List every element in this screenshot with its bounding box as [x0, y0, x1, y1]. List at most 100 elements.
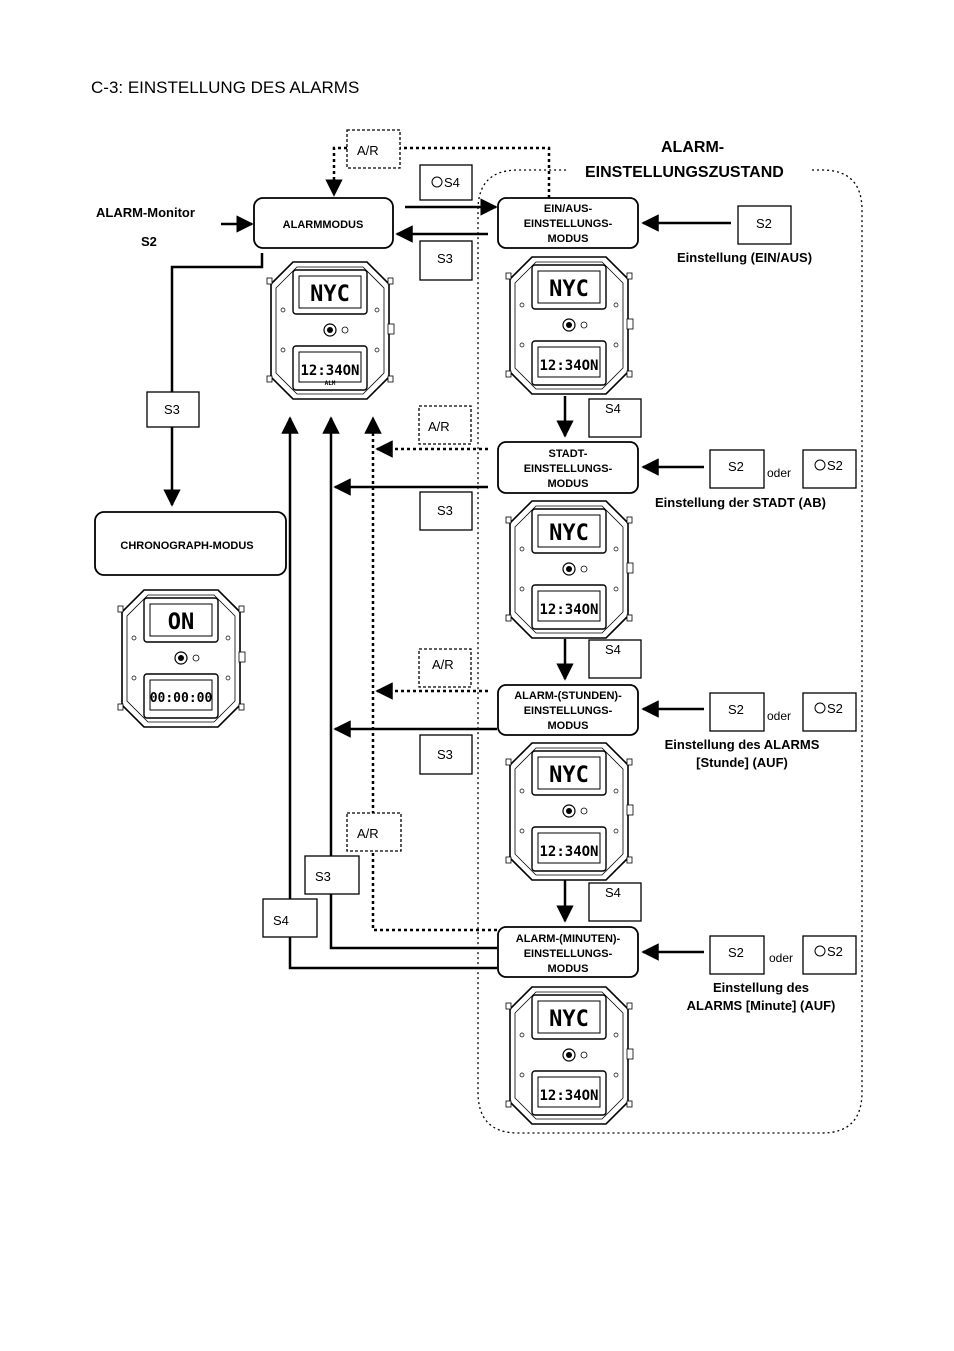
return-s3-line	[322, 416, 497, 950]
s4-box-2	[588, 639, 642, 679]
minute-mode-line2: EINSTELLUNGS-	[524, 948, 613, 960]
minute-s2-label: S2	[728, 945, 744, 960]
s3-to-chrono-box	[146, 391, 200, 428]
s4-label-minute: S4	[273, 913, 289, 928]
s3-label-hour: S3	[437, 747, 453, 762]
city-s2-box	[709, 449, 765, 489]
hour-mode-box	[497, 684, 639, 736]
s3-box-city	[419, 491, 473, 531]
hour-oder: oder	[767, 709, 791, 723]
city-watch-lower: 12:34ON	[539, 602, 598, 618]
s3-box-minute	[304, 855, 360, 895]
ar-label-minute: A/R	[357, 826, 379, 841]
hour-watch-upper: NYC	[549, 763, 589, 788]
city-mode-line3: MODUS	[548, 478, 589, 490]
city-mode-box	[497, 441, 639, 494]
return-s4-line	[281, 416, 497, 970]
onoff-s2-label: S2	[756, 216, 772, 231]
hour-mode-line3: MODUS	[548, 720, 589, 732]
s4-label-1: S4	[605, 401, 621, 416]
onoff-watch-lower: 12:34ON	[539, 358, 598, 374]
onoff-mode-line1: EIN/AUS-	[544, 203, 593, 215]
s3-box-top	[419, 240, 473, 281]
page-title: C-3: EINSTELLUNG DES ALARMS	[91, 78, 359, 97]
s4-box-3	[588, 882, 642, 922]
hour-mode-line1: ALARM-(STUNDEN)-	[514, 690, 622, 702]
hour-s2-label: S2	[728, 702, 744, 717]
hour-watch-lower: 12:34ON	[539, 844, 598, 860]
alarm-mode-box	[253, 197, 394, 249]
state-title-line1: ALARM-	[661, 139, 724, 156]
ar-label-top: A/R	[357, 143, 379, 158]
chrono-path	[163, 253, 264, 507]
s3-label-city: S3	[437, 503, 453, 518]
watch-upper-text: NYC	[310, 282, 350, 307]
minute-mode-line1: ALARM-(MINUTEN)-	[516, 933, 621, 945]
city-setting-label: Einstellung der STADT (AB)	[655, 495, 826, 510]
onoff-setting-label: Einstellung (EIN/AUS)	[677, 250, 812, 265]
minute-watch-upper: NYC	[549, 1007, 589, 1032]
onoff-watch-upper: NYC	[549, 277, 589, 302]
s4-ring-label: S4	[444, 175, 460, 190]
ar-box-city	[418, 405, 472, 445]
hour-setting-line2: [Stunde] (AUF)	[696, 755, 788, 770]
onoff-s2-box	[737, 205, 792, 245]
chrono-mode-label: CHRONOGRAPH-MODUS	[120, 540, 253, 552]
alarm-monitor-button: S2	[141, 234, 157, 249]
minute-watch-lower: 12:34ON	[539, 1088, 598, 1104]
s4-box-minute	[262, 898, 318, 938]
s3-box-hour	[419, 734, 473, 775]
s4-box-1	[588, 398, 642, 438]
onoff-mode-box	[497, 197, 639, 249]
ar-label-city: A/R	[428, 419, 450, 434]
hour-s2-ring-label: S2	[827, 701, 843, 716]
s4-label-2: S4	[605, 642, 621, 657]
hour-mode-line2: EINSTELLUNGS-	[524, 705, 613, 717]
minute-setting-line1: Einstellung des	[713, 980, 809, 995]
ring-icon	[431, 176, 443, 188]
watch-alm-text: ALM	[325, 380, 336, 387]
s3-to-chrono-label: S3	[164, 402, 180, 417]
city-s2-ring-label: S2	[827, 458, 843, 473]
ar-box-minute	[346, 812, 402, 852]
alarm-setting-state-region	[477, 169, 863, 1134]
ar-label-hour: A/R	[432, 657, 454, 672]
s4-label-3: S4	[605, 885, 621, 900]
minute-setting-line2: ALARMS [Minute] (AUF)	[687, 998, 836, 1013]
ar-box-hour	[418, 648, 472, 688]
city-s2-ring-box	[802, 449, 857, 489]
alarm-monitor-label: ALARM-Monitor	[96, 205, 195, 220]
city-ring-icon	[814, 459, 826, 471]
chrono-upper-text: ON	[168, 610, 195, 635]
city-watch-upper: NYC	[549, 521, 589, 546]
minute-s2-ring-box	[802, 935, 857, 975]
city-mode-line1: STADT-	[549, 448, 588, 460]
hour-s2-ring-box	[802, 692, 857, 732]
ar-button-box-top	[346, 129, 401, 169]
hour-ring-icon	[814, 702, 826, 714]
ar-loop-down	[325, 146, 347, 197]
minute-ring-icon	[814, 945, 826, 957]
minute-mode-box	[497, 926, 639, 978]
minute-mode-line3: MODUS	[548, 963, 589, 975]
chrono-lower-text: 00:00:00	[150, 691, 213, 706]
minute-s2-ring-label: S2	[827, 944, 843, 959]
chrono-mode-box	[94, 511, 287, 576]
minute-oder: oder	[769, 951, 793, 965]
city-oder: oder	[767, 466, 791, 480]
onoff-mode-line3: MODUS	[548, 233, 589, 245]
s3-label-minute: S3	[315, 869, 331, 884]
city-s2-label: S2	[728, 459, 744, 474]
city-mode-line2: EINSTELLUNGS-	[524, 463, 613, 475]
s3-label-top: S3	[437, 251, 453, 266]
onoff-mode-line2: EINSTELLUNGS-	[524, 218, 613, 230]
state-title-line2: EINSTELLUNGSZUSTAND	[585, 164, 784, 181]
alarm-mode-label: ALARMMODUS	[283, 219, 364, 231]
watch-lower-text: 12:34ON	[300, 363, 359, 379]
s4-ring-box	[419, 164, 473, 201]
hour-s2-box	[709, 692, 765, 732]
minute-s2-box	[709, 935, 765, 975]
ar-loop-line	[400, 146, 551, 198]
hour-setting-line1: Einstellung des ALARMS	[665, 737, 820, 752]
